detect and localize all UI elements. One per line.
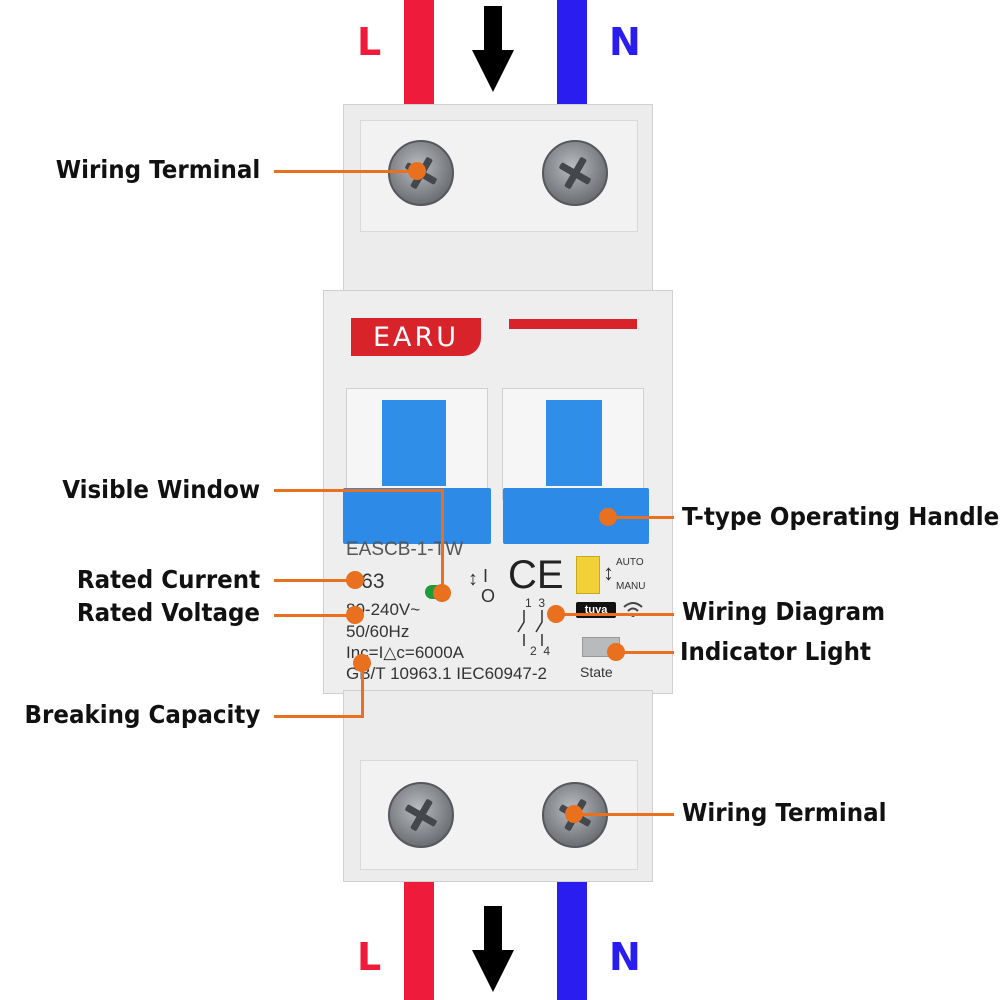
operating-handle-left[interactable] <box>343 488 491 544</box>
brand-stripe <box>509 319 637 329</box>
switch-off-mark: O <box>481 586 496 606</box>
callout-line <box>274 579 354 582</box>
arrow-down-icon <box>472 906 514 992</box>
standards-text: GB/T 10963.1 IEC60947-2 <box>346 664 547 683</box>
line-label-top: L <box>357 20 382 64</box>
arrow-down-icon <box>472 6 514 92</box>
line-wire-bottom <box>404 878 434 1000</box>
switch-on-mark: I <box>483 566 489 586</box>
brand-logo-text: EARU <box>372 321 460 353</box>
callout-breaking-capacity: Breaking Capacity <box>24 700 260 729</box>
rated-voltage-text: 80-240V~ <box>346 600 421 619</box>
callout-indicator-light: Indicator Light <box>680 637 871 666</box>
callout-line <box>274 489 444 492</box>
terminal-bottom-numbers: 2 4 <box>530 644 551 658</box>
callout-dot <box>565 805 583 823</box>
callout-line <box>616 651 674 654</box>
terminal-top-numbers: 1 3 <box>525 596 546 610</box>
mode-manu-label: MANU <box>616 581 646 592</box>
callout-visible-window: Visible Window <box>62 475 260 504</box>
screw-icon <box>542 140 608 206</box>
line-wire-top <box>404 0 434 106</box>
ce-mark: CE <box>508 553 564 597</box>
switch-arrow-icon: ↕ <box>468 568 478 590</box>
callout-dot <box>346 606 364 624</box>
callout-dot <box>433 584 451 602</box>
callout-rated-voltage: Rated Voltage <box>76 598 260 627</box>
callout-line <box>556 613 674 616</box>
line-label-bottom: L <box>357 935 382 979</box>
neutral-wire-top <box>557 0 587 106</box>
callout-dot <box>607 643 625 661</box>
callout-wiring-terminal-bottom: Wiring Terminal <box>682 798 887 827</box>
screw-icon <box>388 782 454 848</box>
callout-line <box>574 813 674 816</box>
breaking-capacity-text: Inc=I△c=6000A <box>346 643 464 662</box>
callout-line <box>274 170 418 173</box>
handle-right-upper <box>546 400 602 486</box>
callout-rated-current: Rated Current <box>76 565 260 594</box>
callout-wiring-terminal-top: Wiring Terminal <box>55 155 260 184</box>
callout-dot <box>346 571 364 589</box>
callout-line <box>274 614 354 617</box>
state-label: State <box>580 664 613 680</box>
mode-auto-label: AUTO <box>616 557 644 568</box>
neutral-label-bottom: N <box>609 935 641 979</box>
mode-arrow-icon: ↕ <box>603 560 614 585</box>
callout-line <box>441 489 444 594</box>
neutral-label-top: N <box>609 20 641 64</box>
handle-left-upper <box>382 400 446 486</box>
callout-line <box>361 662 364 718</box>
neutral-wire-bottom <box>557 878 587 1000</box>
brand-logo: EARU <box>351 318 481 356</box>
wiring-diagram-icon <box>517 610 543 646</box>
callout-dot <box>353 654 371 672</box>
callout-dot <box>599 508 617 526</box>
callout-line <box>274 715 364 718</box>
callout-line <box>608 516 674 519</box>
callout-operating-handle: T-type Operating Handle <box>682 502 1000 531</box>
callout-dot <box>408 162 426 180</box>
frequency-text: 50/60Hz <box>346 622 410 641</box>
callout-wiring-diagram: Wiring Diagram <box>682 597 886 626</box>
callout-dot <box>547 605 565 623</box>
mode-selector[interactable] <box>576 556 600 594</box>
model-text: EASCB-1-TW <box>346 539 464 560</box>
